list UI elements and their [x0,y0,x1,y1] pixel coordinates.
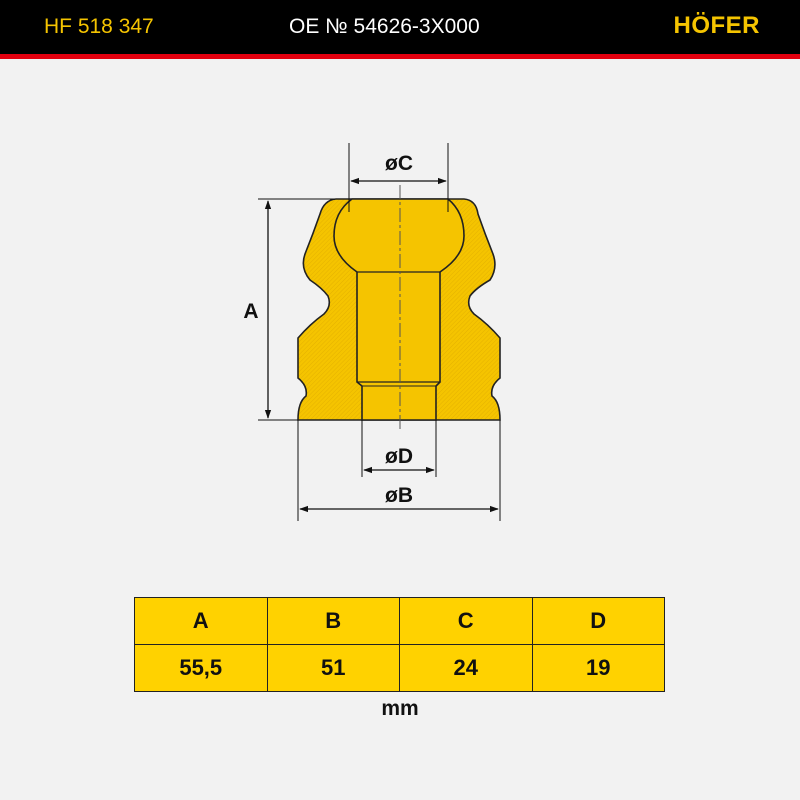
table-header-cell: D [531,597,665,645]
brand-logo: HÖFER [673,12,760,39]
table-value-cell: 19 [531,644,665,692]
dimension-d-label: øD [385,445,413,468]
table-value-cell: 24 [399,644,533,692]
dimension-a-label: A [243,300,258,323]
table-value-cell: 55,5 [134,644,268,692]
table-row: 55,5 51 24 19 [134,644,665,692]
oe-number: OE № 54626-3X000 [289,15,480,38]
table-header-row: A B C D [134,597,665,645]
dimensions-table: A B C D 55,5 51 24 19 [134,597,665,692]
dimension-b-label: øB [385,484,413,507]
table-header-cell: C [399,597,533,645]
table-header-cell: B [266,597,400,645]
unit-label: mm [381,697,419,720]
header-bar [0,0,800,54]
part-number: HF 518 347 [44,15,154,38]
table-header-cell: A [134,597,268,645]
header-red-stripe [0,54,800,59]
table-value-cell: 51 [266,644,400,692]
dimension-c-label: øC [385,152,413,175]
